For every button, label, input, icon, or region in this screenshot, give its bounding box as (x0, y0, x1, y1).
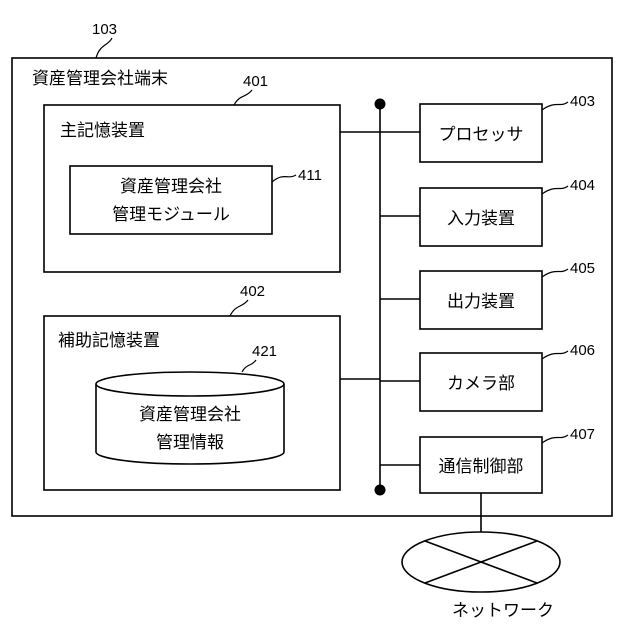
terminal-ref: 103 (92, 21, 117, 38)
bus-endpoint-bottom (375, 485, 386, 496)
module-ref: 411 (298, 167, 322, 184)
output-device-label: 出力装置 (447, 292, 515, 312)
database-line2: 管理情報 (156, 433, 224, 453)
processor-ref: 403 (570, 93, 595, 110)
module-line1: 資産管理会社 (120, 177, 222, 197)
main-memory-ref: 401 (243, 73, 268, 90)
aux-memory-label: 補助記憶装置 (58, 331, 160, 351)
comm-control-label: 通信制御部 (439, 457, 524, 477)
database-line1: 資産管理会社 (139, 405, 241, 425)
comm-control-ref: 407 (570, 426, 595, 443)
main-memory-label: 主記憶装置 (60, 121, 145, 141)
input-device-label: 入力装置 (447, 209, 515, 229)
output-device-ref: 405 (570, 260, 595, 277)
terminal-label: 資産管理会社端末 (32, 69, 168, 89)
input-device-ref: 404 (570, 177, 595, 194)
database-cylinder-top (96, 372, 284, 396)
camera-ref: 406 (570, 342, 595, 359)
processor-label: プロセッサ (439, 125, 524, 145)
network-label: ネットワーク (452, 601, 554, 621)
module-line2: 管理モジュール (112, 205, 230, 225)
database-ref: 421 (252, 343, 277, 360)
aux-memory-ref: 402 (240, 283, 265, 300)
terminal-ref-leader (96, 38, 112, 58)
camera-label: カメラ部 (447, 374, 515, 394)
bus-endpoint-top (375, 99, 386, 110)
